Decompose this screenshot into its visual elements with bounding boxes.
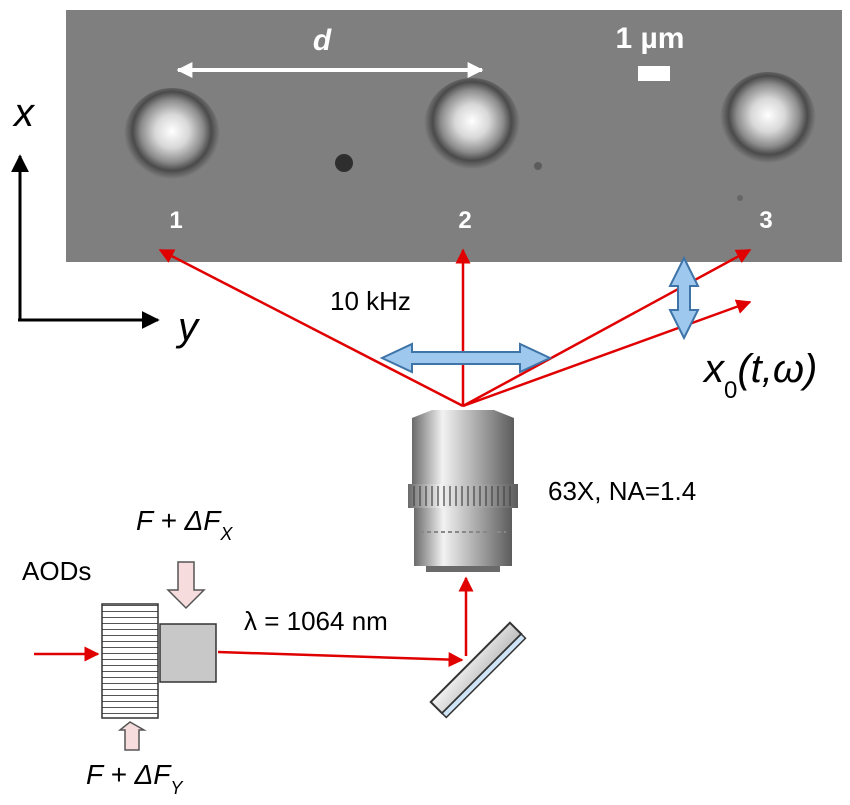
mirror	[429, 621, 527, 719]
trap-label-2: 2	[458, 207, 471, 234]
objective-base	[426, 566, 500, 572]
drive-x-main: F + ΔF	[136, 505, 222, 536]
modulation-frequency-label: 10 kHz	[330, 286, 411, 316]
oscillation-symbol: x	[702, 347, 726, 391]
drive-x-arrow	[166, 561, 206, 610]
oscillation-arguments: (t,ω)	[737, 347, 817, 391]
aod-housing	[159, 623, 217, 683]
horizontal-double-arrow	[379, 342, 553, 374]
objective-label: 63X, NA=1.4	[548, 476, 696, 506]
drive-y-main: F + ΔF	[86, 759, 172, 790]
oscillation-label: x0(t,ω)	[702, 347, 817, 404]
separation-label: d	[313, 24, 332, 57]
debris-dot	[737, 195, 743, 201]
bead-3	[720, 72, 816, 168]
bead-2	[424, 78, 520, 174]
drive-y-label: F + ΔFY	[86, 759, 184, 798]
scale-bar-label: 1 µm	[616, 22, 685, 55]
objective-top-barrel	[412, 418, 514, 484]
aod-assembly	[101, 603, 217, 719]
debris-dot	[335, 154, 353, 172]
drive-y-arrow	[117, 721, 147, 751]
x-axis-label: x	[12, 91, 36, 135]
oscillation-subscript: 0	[724, 377, 737, 404]
wavelength-label: λ = 1064 nm	[244, 606, 388, 636]
objective-tip	[412, 410, 514, 418]
beam-oscillating	[462, 299, 752, 408]
bead-1	[124, 88, 220, 184]
beam-to-trap-1	[158, 248, 464, 408]
objective-knurl	[408, 484, 518, 508]
knurl-lines	[413, 486, 511, 506]
aod-output-beam	[217, 650, 464, 668]
laser-beams	[158, 248, 752, 408]
scale-bar	[638, 66, 670, 81]
aods-label: AODs	[22, 556, 91, 586]
aod-crystal	[101, 603, 159, 719]
beam-to-trap-3	[462, 248, 752, 408]
drive-x-label: F + ΔFX	[136, 505, 233, 544]
drive-y-subscript: Y	[170, 778, 184, 798]
vertical-double-arrow	[668, 255, 700, 341]
objective-lens	[408, 410, 518, 572]
debris-dot	[534, 162, 542, 170]
micrograph: d 1 µm 1 2 3	[66, 10, 842, 262]
trap-label-1: 1	[169, 207, 182, 234]
drive-x-subscript: X	[219, 524, 233, 544]
y-axis-label: y	[175, 305, 201, 349]
trap-label-3: 3	[759, 207, 772, 234]
coordinate-axes: x y	[10, 91, 201, 349]
objective-lower-barrel	[414, 508, 512, 566]
